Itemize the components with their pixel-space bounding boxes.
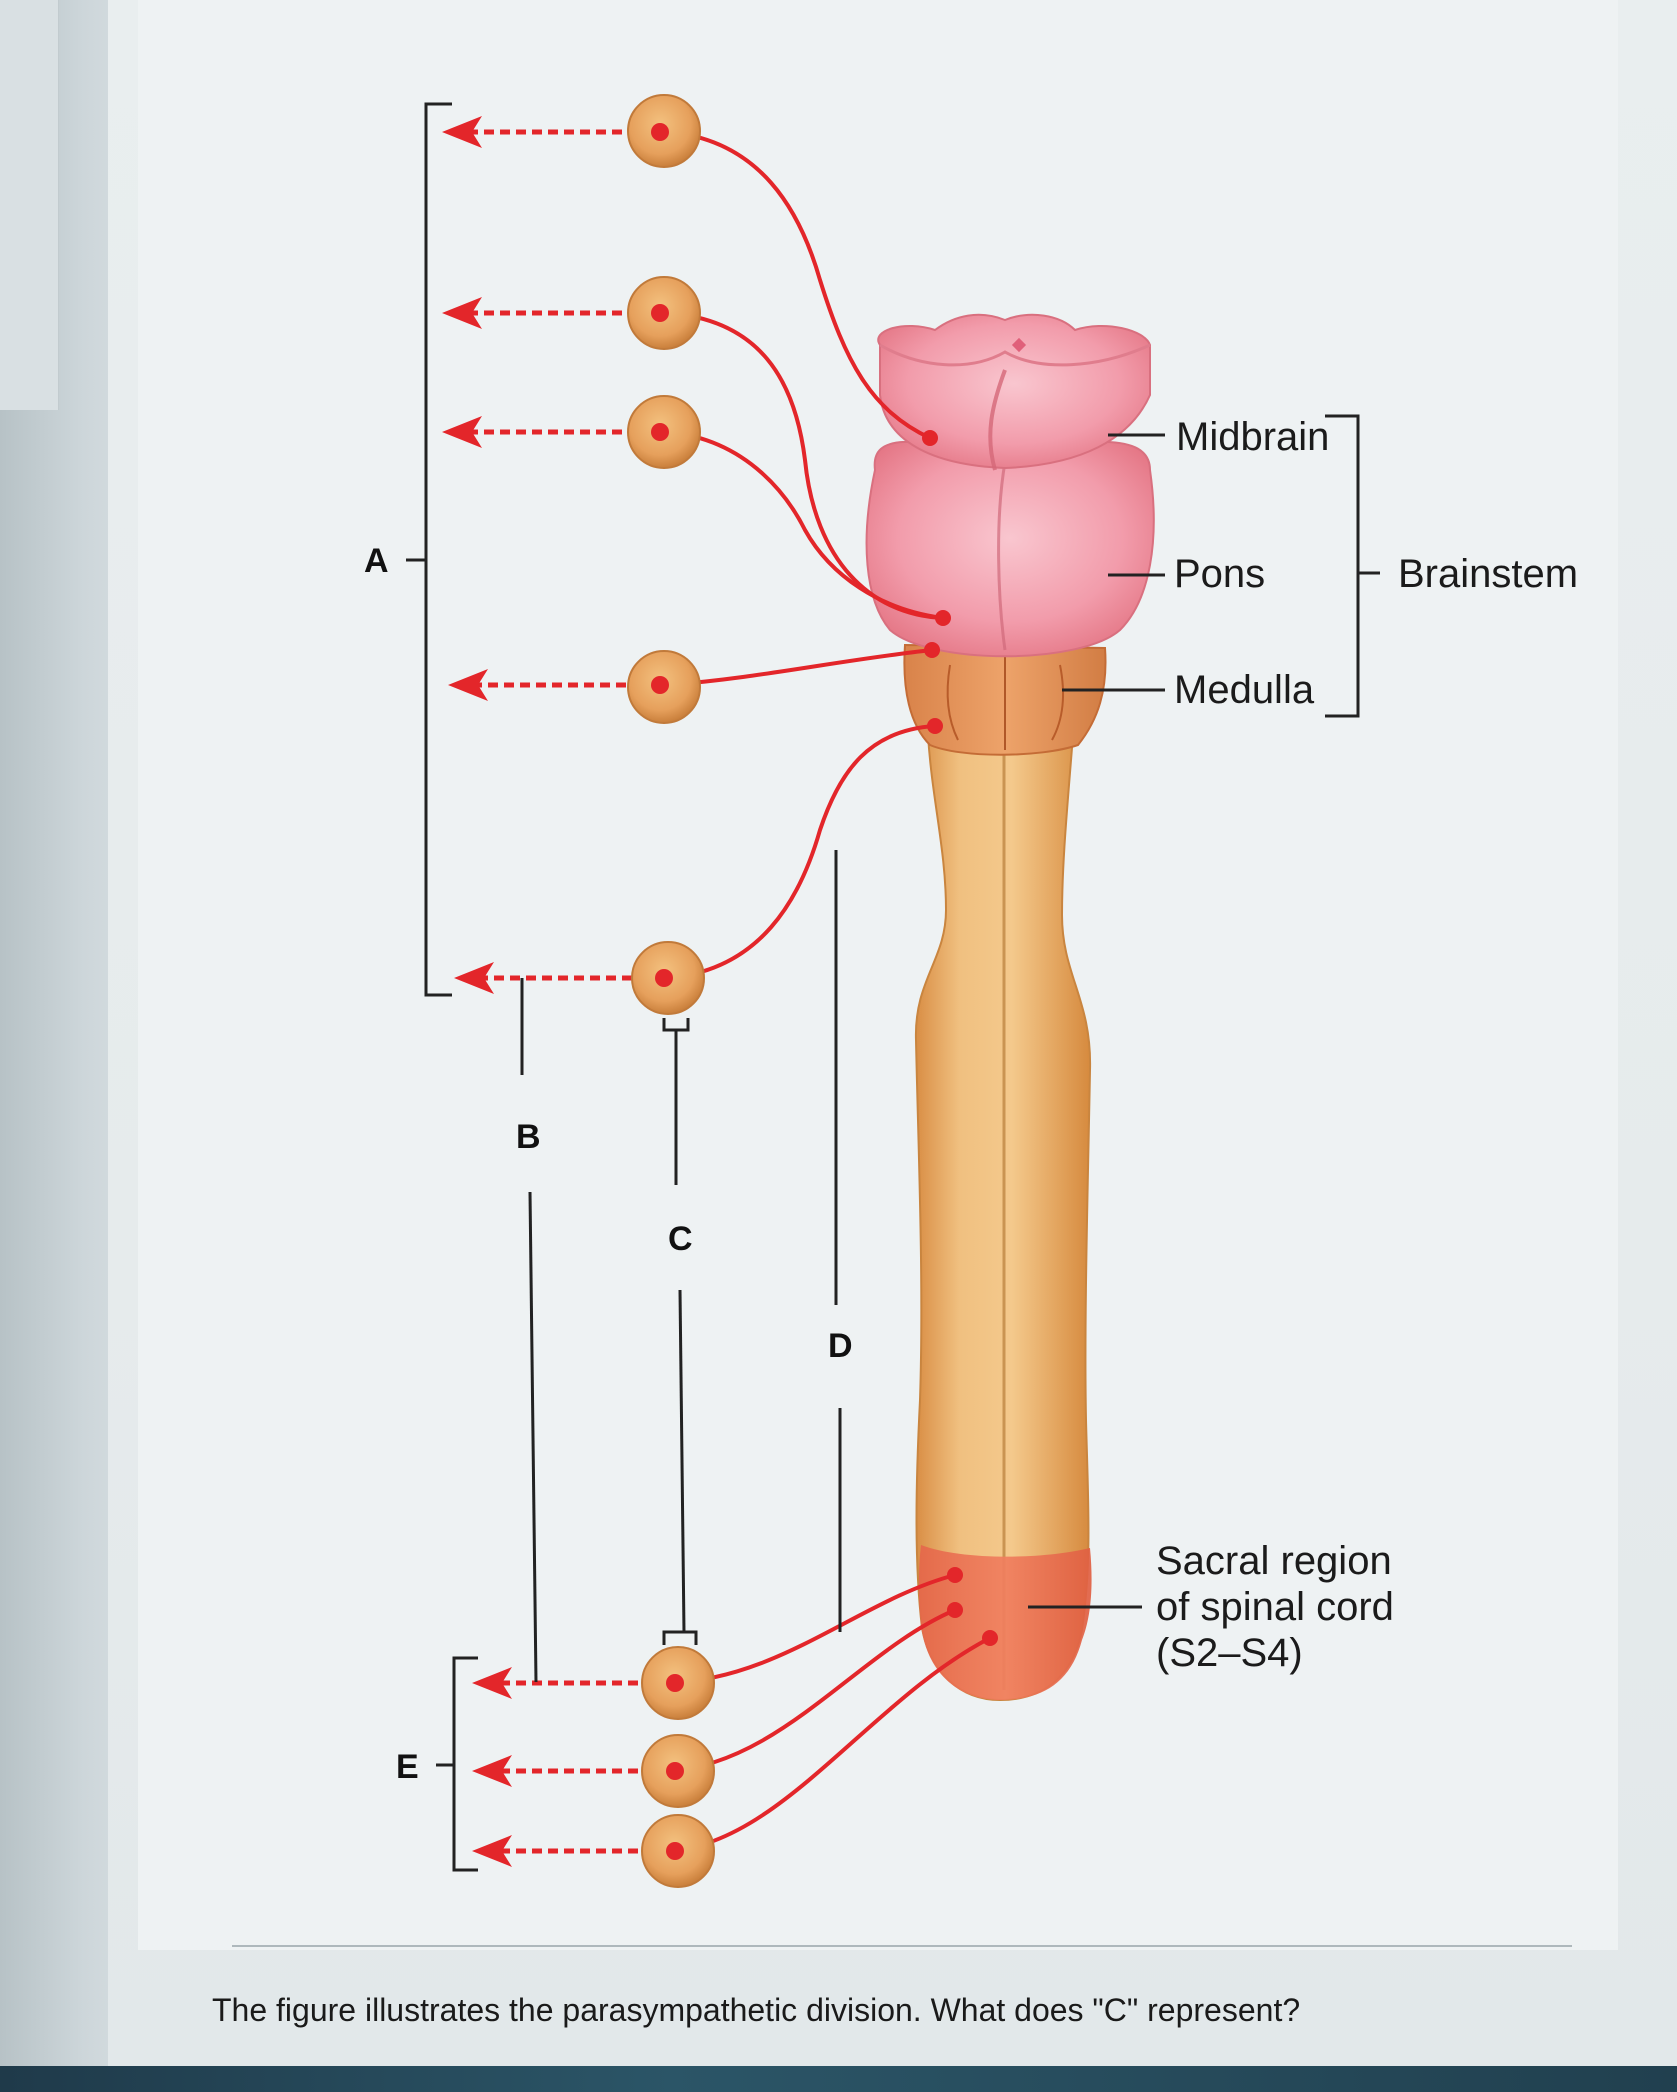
pons [865, 440, 1155, 658]
anatomy-leaders [1028, 414, 1380, 1609]
sacral-region [918, 1545, 1092, 1700]
label-d: D [828, 1327, 853, 1365]
sacral-label-line1: Sacral region [1156, 1539, 1392, 1583]
bracket-e [436, 1656, 478, 1872]
label-b: B [516, 1118, 541, 1156]
midbrain [877, 313, 1151, 471]
bracket-d [834, 850, 842, 1632]
label-c: C [668, 1220, 693, 1258]
label-a: A [364, 542, 389, 580]
bracket-a [406, 102, 452, 997]
synapse-dots [651, 123, 684, 1860]
medulla-label: Medulla [1174, 668, 1315, 712]
sacral-label-line3: (S2–S4) [1156, 1631, 1303, 1675]
spinal-cord [914, 734, 1092, 1702]
brainstem-label: Brainstem [1398, 552, 1578, 596]
parasympathetic-diagram: A E B C D Midbrain Pons Medulla Brainste… [364, 94, 1578, 1888]
question-prompt: The figure illustrates the parasympathet… [212, 1992, 1301, 2028]
background-panel [0, 0, 59, 410]
ganglion-icon [627, 94, 715, 1888]
arrow-left-icon [442, 116, 512, 1867]
medulla [903, 643, 1107, 756]
screen-bezel [0, 2066, 1677, 2092]
figure-panel [138, 0, 1618, 1950]
sacral-label-line2: of spinal cord [1156, 1585, 1394, 1629]
nerve-origin-dots [922, 430, 998, 1646]
bracket-b [520, 978, 538, 1683]
bracket-c [662, 1018, 698, 1645]
midbrain-label: Midbrain [1176, 415, 1329, 459]
label-e: E [396, 1748, 419, 1786]
question-divider [232, 1945, 1572, 1947]
postganglionic-fibers [468, 129, 655, 1854]
pons-label: Pons [1174, 552, 1265, 596]
